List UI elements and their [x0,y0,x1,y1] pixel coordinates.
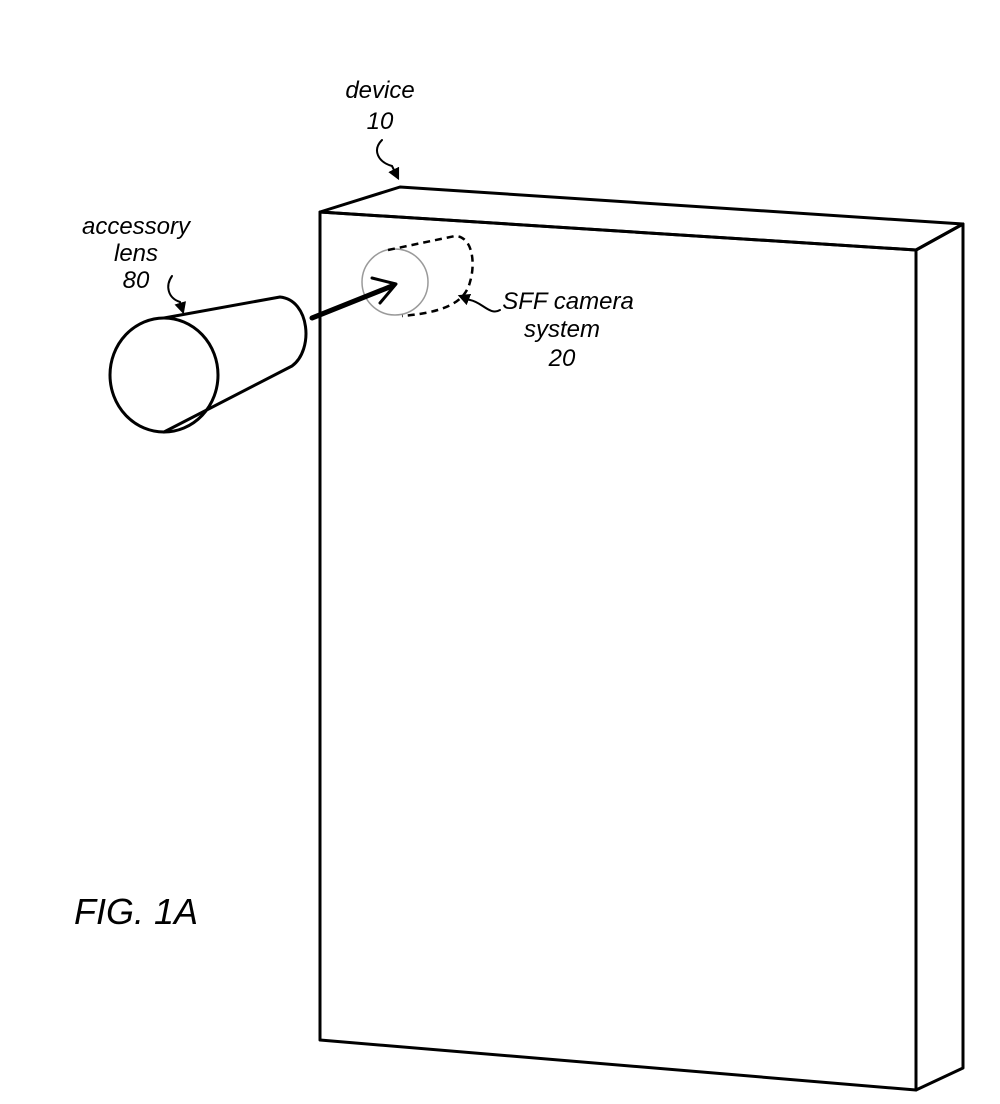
accessory-lens [108,295,308,434]
lens-body [162,295,308,434]
device-leader-arrow [376,139,400,181]
accessory-name2-text: lens [114,240,158,267]
device-label: device 10 [345,77,414,135]
camera-name2-text: system [524,316,600,343]
camera-aperture [361,248,429,316]
camera-name-text: SFF camera [502,288,634,315]
device-name-text: device [345,77,414,104]
accessory-ref-text: 80 [123,267,150,294]
figure-caption: FIG. 1A [74,891,198,932]
device-side-face [914,222,965,1092]
camera-leader-arrow [457,293,501,313]
accessory-label: accessory lens 80 [82,213,192,294]
lens-front-face [108,316,220,434]
camera-dashed-body [387,234,474,318]
mount-arrow [309,283,395,321]
device-ref-text: 10 [367,108,394,135]
sff-camera-system [361,234,474,318]
device-top-face [318,185,965,252]
device-body [318,185,965,1092]
accessory-name-text: accessory [82,213,192,240]
camera-label: SFF camera system 20 [502,288,634,372]
mount-arrow-head [370,276,398,305]
device-front-face [318,210,918,1092]
camera-ref-text: 20 [548,345,576,372]
accessory-leader-arrow [167,275,186,315]
